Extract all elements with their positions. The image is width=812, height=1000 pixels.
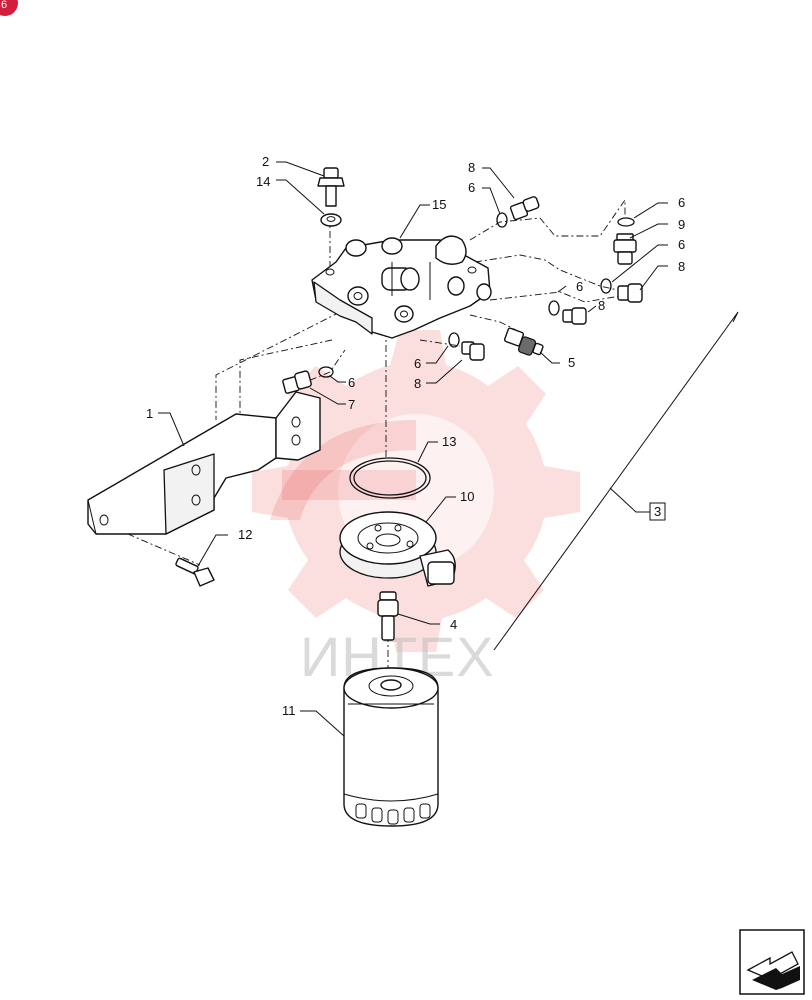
callout-3-box	[649, 502, 666, 521]
callout-8-lower: 8	[414, 376, 421, 391]
part-10-filter-adapter[interactable]	[339, 511, 456, 587]
callout-8-right: 8	[678, 259, 685, 274]
callout-6-left: 6	[348, 375, 355, 390]
callout-14: 14	[256, 174, 270, 189]
part-6-oring-lower[interactable]	[448, 332, 460, 348]
callout-4: 4	[450, 617, 457, 632]
callout-6-mid: 6	[576, 279, 583, 294]
part-6-oring-top[interactable]	[496, 212, 508, 228]
callout-6-lower: 6	[414, 356, 421, 371]
leader-lines	[158, 161, 739, 737]
part-8-fitting-top[interactable]	[509, 196, 540, 221]
callout-5: 5	[568, 355, 575, 370]
callout-8-top: 8	[468, 160, 475, 175]
callout-15: 15	[432, 197, 446, 212]
part-6-oring-mid[interactable]	[548, 300, 560, 316]
part-7-plug[interactable]	[282, 370, 312, 394]
part-6-oring-left[interactable]	[318, 366, 334, 378]
callout-8-mid: 8	[598, 298, 605, 313]
callout-9: 9	[678, 217, 685, 232]
part-4-nipple[interactable]	[377, 591, 399, 641]
callouts: 2 14 15 8 6 6 9 6 8 6 8 5 6 8 6 7 1 13 1…	[146, 154, 685, 718]
part-14-washer[interactable]	[320, 213, 342, 227]
callout-7: 7	[348, 397, 355, 412]
callout-1: 1	[146, 406, 153, 421]
part-13-seal-ring[interactable]	[349, 457, 431, 499]
part-8-fitting-right[interactable]	[617, 283, 643, 303]
part-11-fuel-filter[interactable]	[343, 667, 439, 827]
callout-6-top: 6	[468, 180, 475, 195]
part-8-fitting-lower[interactable]	[461, 341, 485, 361]
part-6-oring-right-1[interactable]	[617, 217, 635, 227]
callout-6-right-1: 6	[678, 195, 685, 210]
part-9-fitting[interactable]	[613, 233, 637, 265]
callout-6-right-2: 6	[678, 237, 685, 252]
callout-10: 10	[460, 489, 474, 504]
part-12-bolt[interactable]	[175, 557, 215, 587]
callout-13: 13	[442, 434, 456, 449]
part-15-filter-head[interactable]	[311, 235, 492, 339]
part-2-bolt[interactable]	[317, 167, 345, 207]
part-6-oring-right-2[interactable]	[600, 278, 612, 294]
callout-11: 11	[282, 703, 296, 718]
corner-badge: 6	[0, 0, 18, 16]
part-5-sensor[interactable]	[503, 327, 544, 356]
next-page-arrow-icon[interactable]	[739, 929, 805, 995]
callout-2: 2	[262, 154, 269, 169]
callout-3: 3	[654, 504, 661, 519]
part-1-bracket[interactable]	[87, 391, 321, 535]
part-8-fitting-mid[interactable]	[562, 307, 587, 325]
corner-badge-label: 6	[1, 0, 7, 11]
callout-12: 12	[238, 527, 252, 542]
